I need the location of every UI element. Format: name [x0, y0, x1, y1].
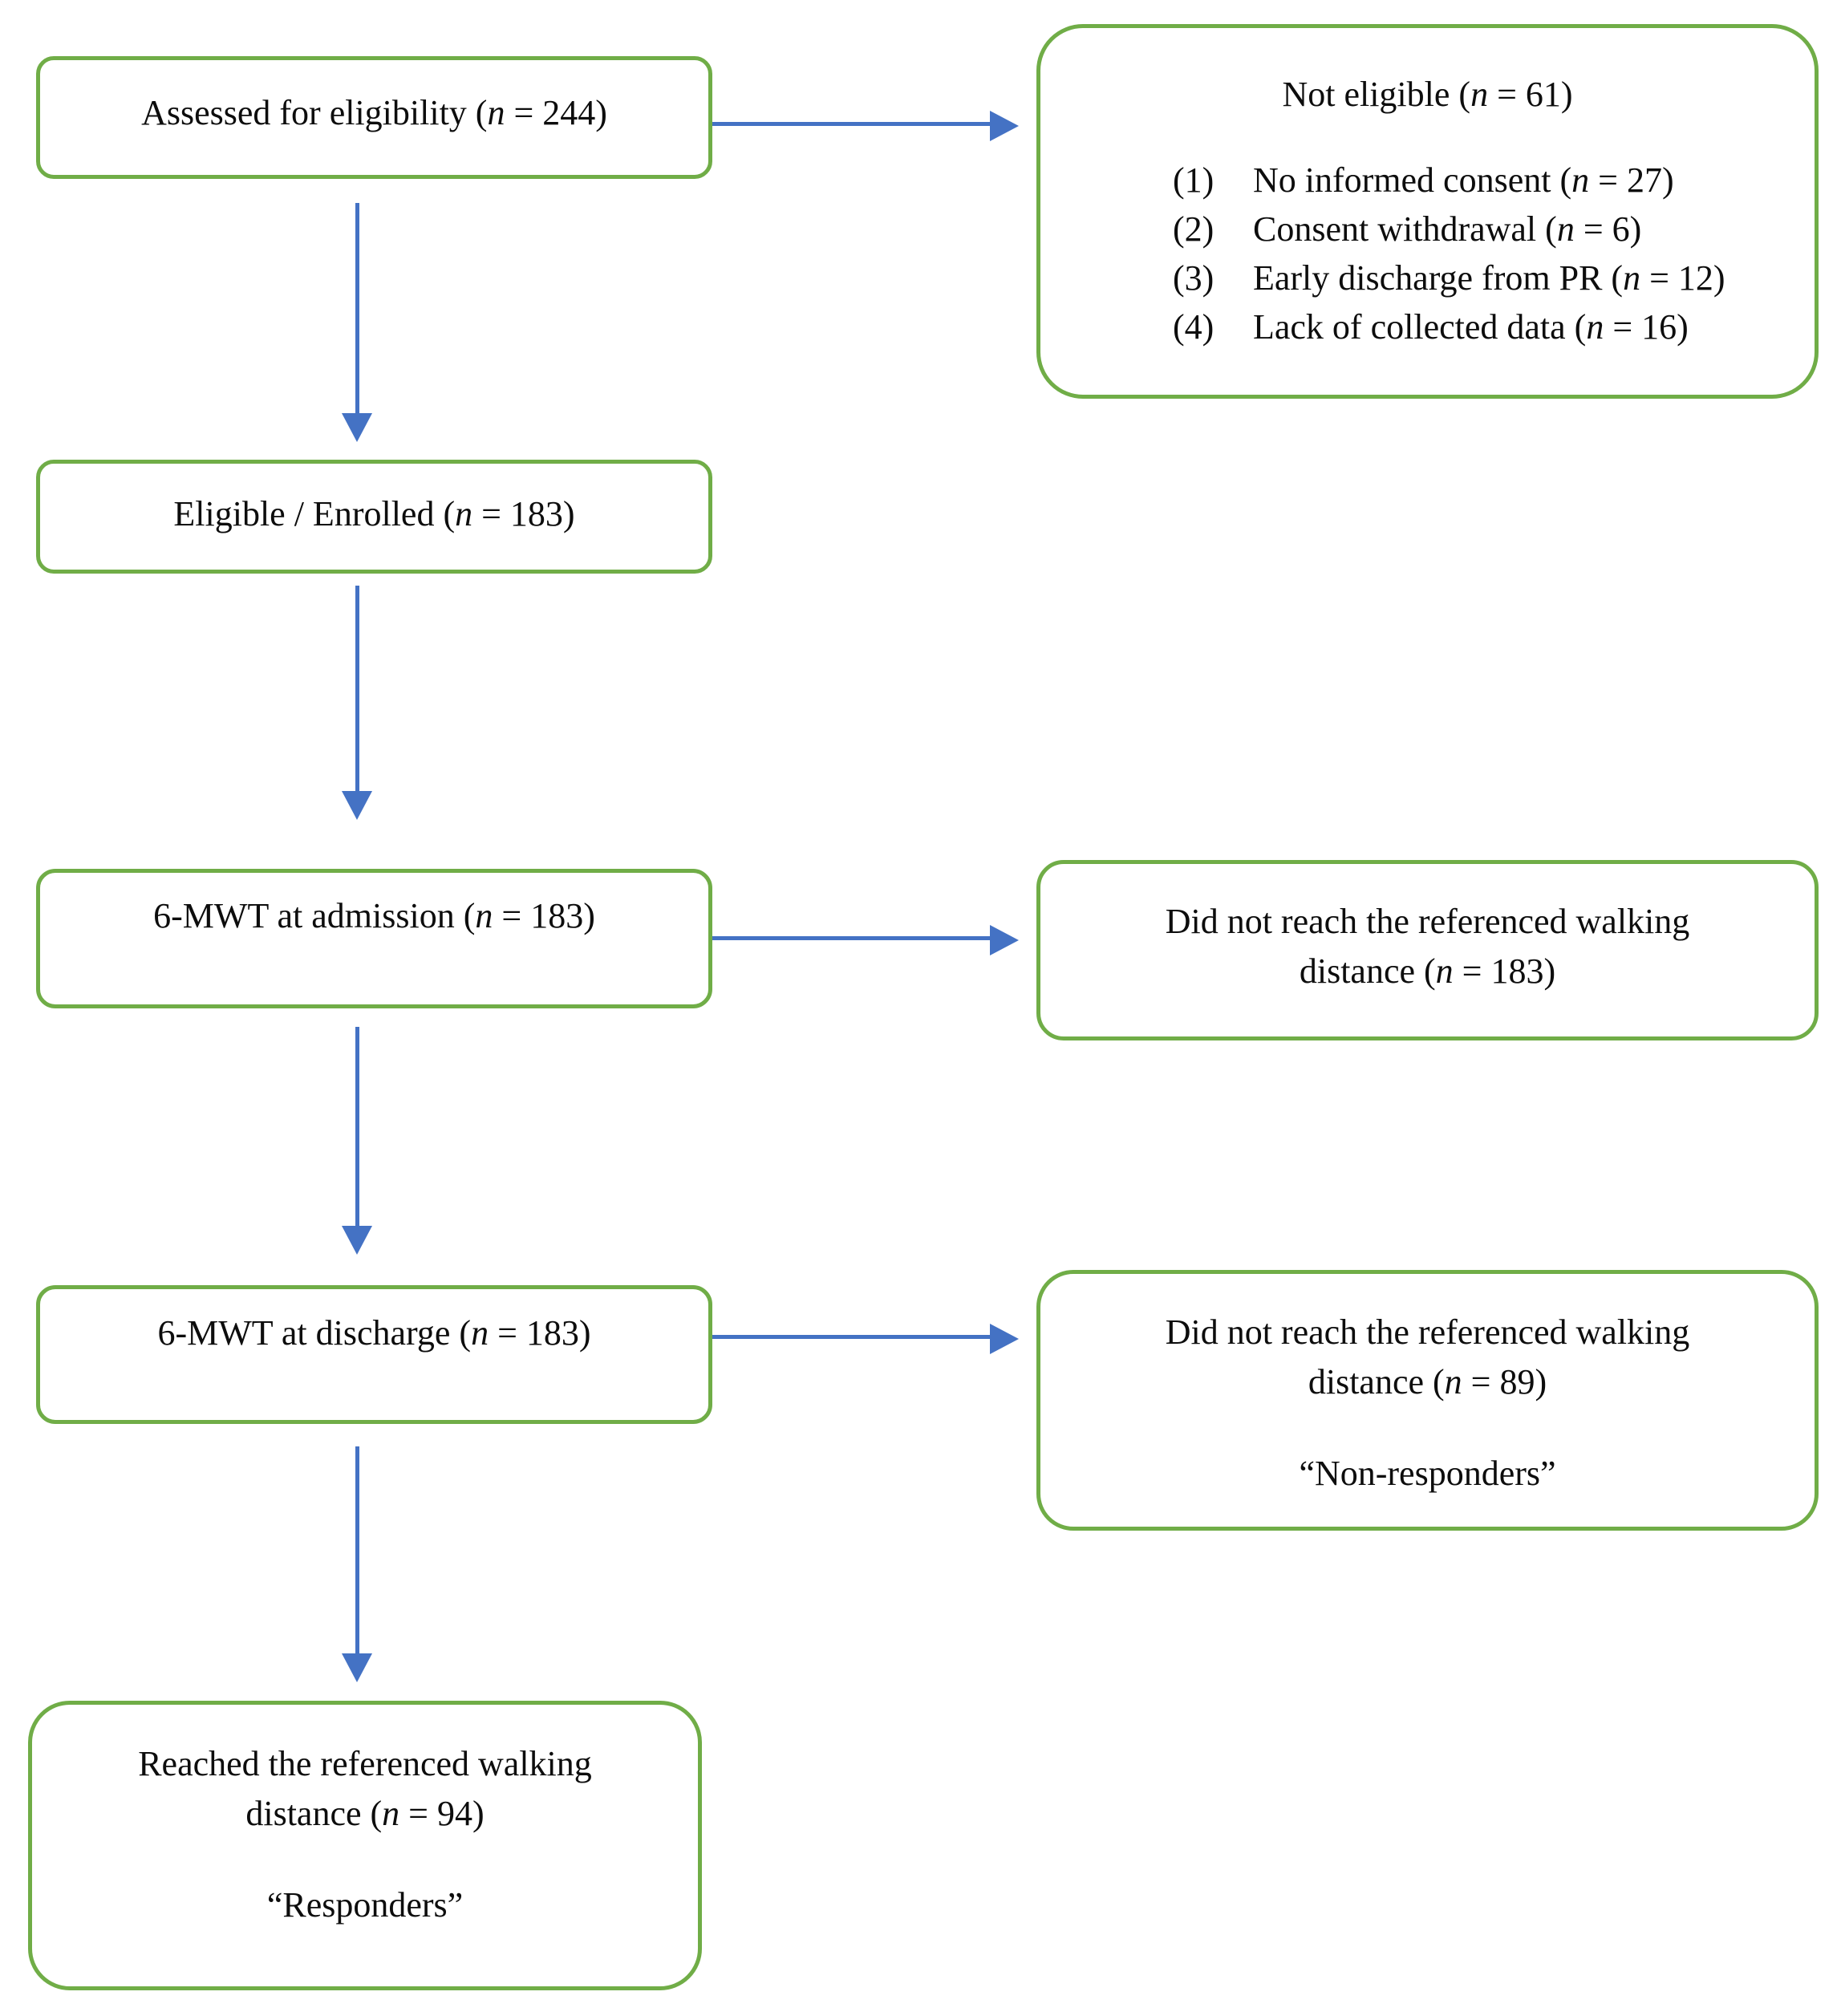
- arrow-shaft: [712, 122, 993, 126]
- reason-number: (2): [1173, 209, 1214, 249]
- node-label: 6-MWT at admission (n = 183): [40, 895, 708, 937]
- reason-n-variable: n: [1623, 258, 1641, 298]
- node-not-reach-admission: Did not reach the referenced walking dis…: [1036, 860, 1819, 1040]
- label-text: 6-MWT at admission (: [153, 896, 476, 935]
- node-label-line2: distance (n = 94): [32, 1789, 698, 1839]
- node-label: Eligible / Enrolled (n = 183): [40, 493, 708, 535]
- node-label-line2: distance (n = 89): [1040, 1357, 1815, 1407]
- label-n-variable: n: [1444, 1362, 1462, 1401]
- label-text: distance (: [245, 1794, 383, 1833]
- label-n-variable: n: [487, 93, 505, 132]
- title-n-variable: n: [1470, 75, 1489, 114]
- arrow-shaft: [355, 203, 359, 415]
- arrow-shaft: [355, 1027, 359, 1227]
- label-n-variable: n: [471, 1313, 489, 1353]
- arrow-shaft: [712, 936, 993, 940]
- reason-text: Lack of collected data (: [1253, 307, 1587, 347]
- label-text: 6-MWT at discharge (: [157, 1313, 472, 1353]
- label-count: = 183): [489, 1313, 591, 1353]
- label-n-variable: n: [475, 896, 493, 935]
- reason-count: = 12): [1640, 258, 1725, 298]
- node-label-line1: Reached the referenced walking: [138, 1744, 592, 1783]
- reason-text: Early discharge from PR (: [1253, 258, 1624, 298]
- node-reached-distance: Reached the referenced walking distance …: [28, 1701, 702, 1990]
- reason-n-variable: n: [1586, 307, 1604, 347]
- arrow-head: [342, 791, 372, 820]
- group-name-non-responders: “Non-responders”: [1299, 1454, 1556, 1493]
- exclusion-reason-2: (2) Consent withdrawal (n = 6): [1173, 205, 1815, 254]
- exclusion-reason-3: (3) Early discharge from PR (n = 12): [1173, 254, 1815, 302]
- arrow-head: [342, 413, 372, 442]
- node-6mwt-admission: 6-MWT at admission (n = 183): [36, 869, 712, 1008]
- reason-n-variable: n: [1556, 209, 1575, 249]
- node-label-line2: distance (n = 183): [1040, 947, 1815, 996]
- arrow-head: [990, 925, 1019, 955]
- label-count: = 183): [493, 896, 595, 935]
- reason-text: No informed consent (: [1253, 160, 1572, 200]
- node-label: Assessed for eligibility (n = 244): [40, 92, 708, 134]
- label-text: distance (: [1308, 1362, 1445, 1401]
- label-n-variable: n: [1435, 951, 1454, 991]
- label-text: distance (: [1299, 951, 1436, 991]
- arrow-shaft: [355, 586, 359, 793]
- node-eligible-enrolled: Eligible / Enrolled (n = 183): [36, 460, 712, 574]
- arrow-head: [342, 1226, 372, 1255]
- label-text: Eligible / Enrolled (: [173, 494, 456, 533]
- node-6mwt-discharge: 6-MWT at discharge (n = 183): [36, 1285, 712, 1424]
- group-name-responders: “Responders”: [266, 1885, 464, 1925]
- label-count: = 89): [1462, 1362, 1547, 1401]
- title-count: = 61): [1488, 75, 1573, 114]
- reason-count: = 27): [1589, 160, 1674, 200]
- reason-count: = 16): [1604, 307, 1689, 347]
- node-label: 6-MWT at discharge (n = 183): [40, 1312, 708, 1354]
- reason-number: (4): [1173, 307, 1214, 347]
- reason-text: Consent withdrawal (: [1253, 209, 1557, 249]
- arrow-head: [342, 1653, 372, 1682]
- node-label-line1: Did not reach the referenced walking: [1165, 1312, 1690, 1352]
- label-n-variable: n: [382, 1794, 400, 1833]
- label-count: = 183): [472, 494, 575, 533]
- label-n-variable: n: [455, 494, 473, 533]
- node-assessed-for-eligibility: Assessed for eligibility (n = 244): [36, 56, 712, 179]
- label-count: = 94): [399, 1794, 485, 1833]
- reason-count: = 6): [1574, 209, 1642, 249]
- exclusion-reason-1: (1) No informed consent (n = 27): [1173, 156, 1815, 205]
- label-text: Assessed for eligibility (: [141, 93, 488, 132]
- arrow-shaft: [712, 1335, 993, 1339]
- arrow-shaft: [355, 1446, 359, 1655]
- node-not-reach-discharge: Did not reach the referenced walking dis…: [1036, 1270, 1819, 1531]
- node-title: Not eligible (n = 61): [1040, 71, 1815, 119]
- arrow-head: [990, 1324, 1019, 1354]
- title-text: Not eligible (: [1282, 75, 1471, 114]
- exclusion-reason-list: (1)No informed consent (n = 27) (2)Conse…: [1040, 156, 1815, 351]
- node-not-eligible: Not eligible (n = 61) (1)No informed con…: [1036, 24, 1819, 399]
- reason-number: (1): [1173, 160, 1214, 200]
- arrow-head: [990, 111, 1019, 141]
- label-count: = 183): [1453, 951, 1556, 991]
- reason-number: (3): [1173, 258, 1214, 298]
- reason-n-variable: n: [1571, 160, 1590, 200]
- exclusion-reason-4: (4) Lack of collected data (n = 16): [1173, 302, 1815, 351]
- node-label-line1: Did not reach the referenced walking: [1165, 902, 1690, 941]
- label-count: = 244): [505, 93, 607, 132]
